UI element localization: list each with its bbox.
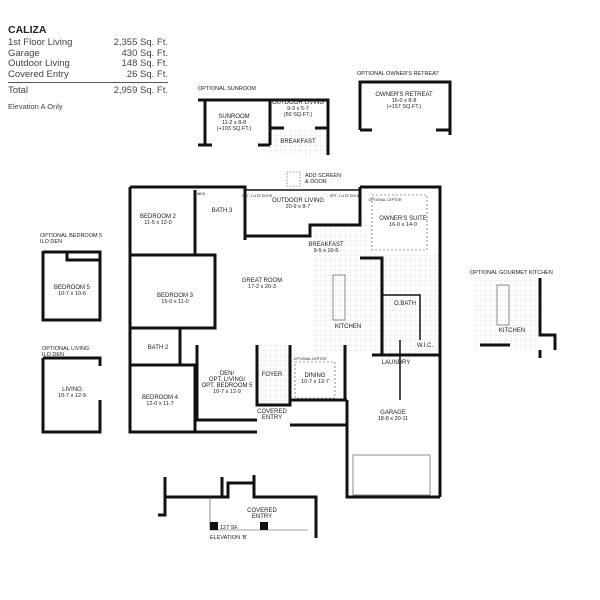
room-label: BEDROOM 3 [157, 293, 194, 299]
room-label: 430 Sq. Ft. [121, 47, 168, 59]
room-label: ENTRY [252, 514, 272, 520]
area-row: Outdoor Living 148 Sq. Ft. [8, 58, 168, 70]
room-label: BATH 2 [148, 345, 169, 351]
room-label: (+103 SQ.FT.) [217, 126, 252, 132]
room-label: OWNER'S SUITE [379, 216, 426, 222]
room-label: Covered Entry [8, 68, 69, 80]
room-label: 18-8 x 20-11 [378, 416, 408, 422]
main-floor-plan: ADD SCREEN & DOOR OPT. 1-LITE DOOR OPT. … [128, 171, 442, 499]
room-label: KITCHEN [335, 324, 361, 330]
room-label: COVERED [257, 409, 287, 415]
room-label: BREAKFAST [308, 242, 344, 248]
room-label: FOYER [262, 372, 283, 378]
room-label: BEDROOM 5 [54, 285, 91, 291]
room-label: 10-7 x 10-6 [58, 291, 86, 297]
room-label: 148 Sq. Ft. [121, 58, 168, 69]
room-label: OPTIONAL CEPTOR [368, 198, 402, 202]
room-label: (50 SQ.FT.) [284, 112, 313, 118]
room-label: KITCHEN [499, 328, 525, 334]
room-label: ADD SCREEN [305, 173, 341, 179]
room-label: 11-5 x 12-0 [144, 220, 171, 226]
area-summary: CALIZA 1st Floor Living 2,355 Sq. Ft. Gar… [8, 24, 168, 111]
room-label: 127 SF. [220, 525, 239, 531]
room-label: & DOOR [305, 179, 327, 185]
room-label: 16-0 x 8-8 [392, 98, 417, 104]
room-label: OPTIONAL OWNER'S RETREAT [357, 71, 439, 77]
room-label: OPT. 1-LITE DOOR [330, 194, 361, 198]
area-row: Garage 430 Sq. Ft. [8, 47, 168, 60]
room-label: W.I.C. [417, 343, 434, 349]
room-label: COVERED [247, 508, 277, 514]
room-label: OPT. 1-LITE DOOR [242, 194, 273, 198]
room-label: 10-7 x 12-9 [213, 389, 241, 395]
room-label: DEN/ [220, 371, 235, 377]
room-label: ENTRY [262, 415, 282, 421]
room-label: GARAGE [380, 410, 406, 416]
room-label: ILO DEN [40, 239, 62, 245]
area-row: Covered Entry 26 Sq. Ft. [8, 68, 168, 81]
optional-owners-retreat: OPTIONAL OWNER'S RETREAT OWNER'S RETREAT… [357, 71, 452, 135]
room-label: 16-0 x 14-0 [389, 222, 417, 228]
room-label: 10-7 x 12-9 [58, 393, 86, 399]
room-label: OPT. BEDROOM 5 [201, 383, 253, 389]
optional-bedroom-5: OPTIONAL BEDROOM 5 ILO DEN BEDROOM 5 10-… [40, 233, 102, 322]
room-label: Total [8, 85, 29, 96]
room-label: 9-3 x 5-7 [287, 106, 309, 112]
room-label: LINEN [195, 192, 206, 196]
room-label: 15-0 x 11-0 [161, 299, 188, 305]
elevation-b-entry: COVERED ENTRY 127 SF. ELEVATION 'B' [158, 475, 318, 541]
room-label: OUTDOOR LIVING [272, 198, 324, 204]
optional-sunroom: OPTIONAL SUNROOM SUNROOM 11-2 x 8-8 (+10… [198, 86, 330, 155]
room-label: OPT. LIVING/ [209, 377, 246, 383]
plan-name: CALIZA [8, 24, 47, 36]
room-label: BATH 3 [212, 208, 233, 214]
room-label: 2,959 Sq. Ft. [113, 85, 168, 96]
total-row: Total 2,959 Sq. Ft. [8, 85, 168, 97]
room-label: 10-7 x 12-7 [301, 379, 329, 385]
elevation-note: Elevation A Only [8, 101, 63, 111]
room-label: OPTIONAL GOURMET KITCHEN [470, 270, 553, 276]
divider [8, 82, 168, 83]
room-label: O.BATH [394, 301, 416, 307]
room-label: LAUNDRY [382, 360, 411, 366]
room-label: BEDROOM 4 [142, 395, 179, 401]
room-label: 11-2 x 8-8 [222, 120, 246, 126]
room-label: OPTIONAL CEPTOR [293, 357, 327, 361]
room-label: 26 Sq. Ft. [126, 68, 168, 80]
room-label: DINING [305, 373, 326, 379]
room-label: OUTDOOR LIVING [272, 100, 324, 106]
optional-living: OPTIONAL LIVING ILO DEN LIVING 10-7 x 12… [41, 346, 102, 434]
room-label: 9-5 x 10-5 [314, 248, 339, 254]
room-label: Outdoor Living [8, 58, 70, 69]
room-label: 1st Floor Living [8, 37, 73, 48]
room-label: OPTIONAL LIVING [42, 346, 89, 352]
room-label: 20-9 x 8-7 [286, 204, 311, 210]
room-label: OPTIONAL SUNROOM [198, 86, 256, 92]
room-label: (+157 SQ.FT.) [387, 104, 422, 110]
room-label: BEDROOM 2 [140, 214, 177, 220]
room-label: OWNER'S RETREAT [375, 92, 433, 98]
room-label: 2,355 Sq. Ft. [113, 37, 168, 48]
optional-gourmet-kitchen: OPTIONAL GOURMET KITCHEN KITCHEN [470, 270, 557, 358]
room-label: OPTIONAL BEDROOM 5 [40, 233, 102, 239]
room-label: LIVING [62, 387, 82, 393]
room-label: GREAT ROOM [242, 278, 282, 284]
room-label: 17-2 x 20-3 [248, 284, 276, 290]
room-label: ILO DEN [42, 352, 64, 358]
room-label: SUNROOM [218, 114, 249, 120]
room-label: Garage [8, 47, 40, 59]
room-label: 12-0 x 11-7 [146, 401, 173, 407]
area-row: 1st Floor Living 2,355 Sq. Ft. [8, 37, 168, 49]
room-label: BREAKFAST [280, 139, 316, 145]
room-label: ELEVATION 'B' [210, 535, 247, 541]
